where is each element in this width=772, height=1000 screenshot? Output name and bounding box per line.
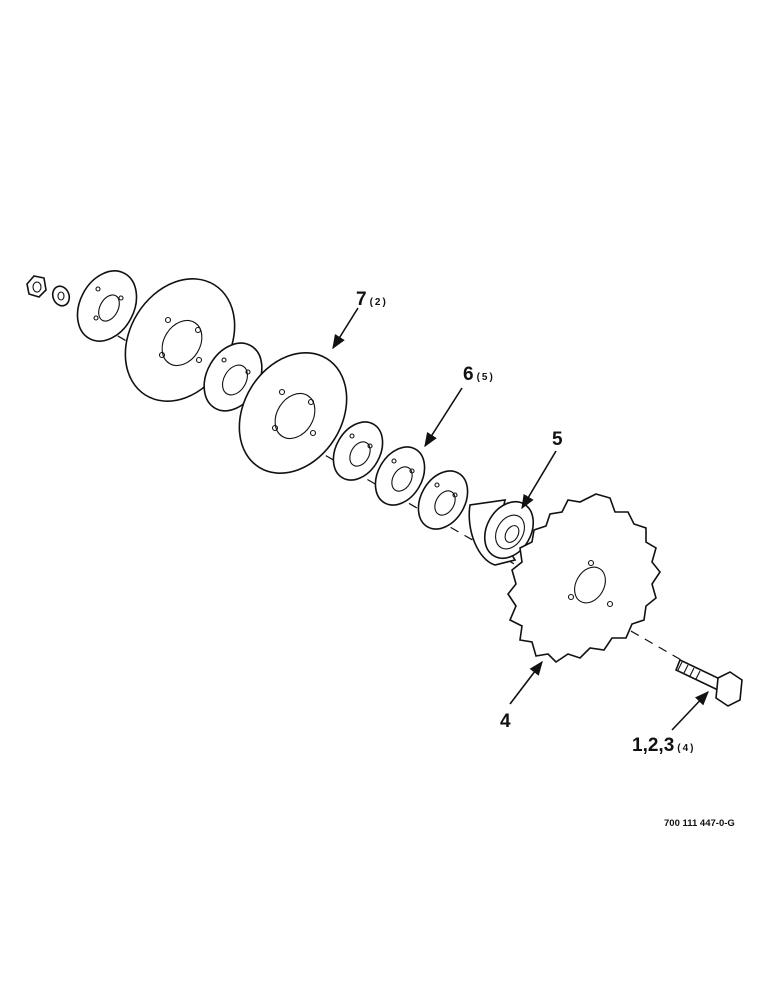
lock-washer	[51, 285, 71, 307]
leader-5	[521, 450, 557, 510]
callout-7: 7(2)	[356, 289, 388, 310]
hex-nut	[26, 275, 47, 298]
bolt	[674, 658, 743, 707]
leader-4	[509, 660, 543, 705]
large-disc-rear	[238, 352, 348, 474]
bearing-hub	[468, 499, 535, 566]
spacer-plate-3	[374, 446, 426, 506]
callout-5: 5	[552, 429, 563, 450]
flange-plate-small	[76, 270, 138, 342]
leader-6	[424, 387, 463, 448]
drawing-number: 700 111 447-0-G	[664, 818, 735, 829]
sprocket	[507, 493, 661, 664]
spacer-plate-4	[417, 470, 469, 530]
leader-7	[332, 307, 359, 350]
callout-4: 4	[500, 711, 511, 732]
callout-1-2-3: 1,2,3(4)	[632, 735, 696, 756]
callout-6: 6(5)	[463, 364, 495, 385]
leader-1-2-3	[671, 690, 709, 731]
spacer-plate-2	[332, 421, 384, 481]
